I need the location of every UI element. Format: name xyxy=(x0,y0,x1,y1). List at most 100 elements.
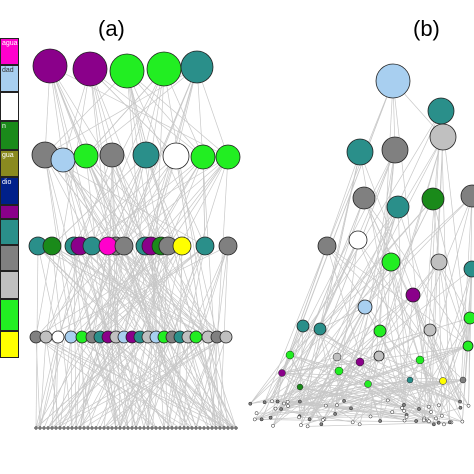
legend-swatch: n xyxy=(0,121,19,150)
network-edge xyxy=(195,336,227,429)
network-node xyxy=(114,426,118,430)
network-edge xyxy=(438,379,464,406)
network-node xyxy=(132,141,160,169)
network-edge xyxy=(51,336,149,429)
network-edge xyxy=(428,136,444,407)
network-edge xyxy=(81,336,129,429)
network-edge xyxy=(438,261,461,402)
network-edge xyxy=(207,336,217,429)
network-edge xyxy=(298,355,380,418)
network-edge xyxy=(89,68,204,158)
network-edge xyxy=(468,317,471,406)
network-edge xyxy=(123,66,198,247)
network-node xyxy=(427,97,455,125)
network-edge xyxy=(163,336,181,429)
network-node xyxy=(439,377,447,385)
network-node xyxy=(417,407,421,411)
network-node xyxy=(423,323,437,337)
network-edge xyxy=(45,245,229,338)
network-node xyxy=(162,426,166,430)
network-edge xyxy=(49,65,109,338)
network-edge xyxy=(183,336,189,429)
network-edge xyxy=(115,245,218,338)
network-node xyxy=(218,426,222,430)
network-node xyxy=(307,417,312,422)
network-node xyxy=(381,252,401,272)
network-node xyxy=(150,426,154,430)
network-node xyxy=(190,144,216,170)
network-edge xyxy=(179,245,183,338)
legend-label: dad xyxy=(2,67,14,74)
network-node xyxy=(186,426,190,430)
network-node xyxy=(118,426,122,430)
network-node xyxy=(285,350,295,360)
network-edge xyxy=(307,422,439,427)
network-node xyxy=(297,415,301,420)
network-node xyxy=(364,380,372,388)
network-node xyxy=(299,423,303,428)
network-node xyxy=(51,330,65,344)
network-edge xyxy=(438,261,471,319)
network-edge xyxy=(364,306,429,421)
network-edge xyxy=(70,336,73,429)
network-node xyxy=(427,419,431,424)
legend-swatch: dad xyxy=(0,65,19,92)
network-edge xyxy=(277,401,407,418)
network-node xyxy=(219,330,233,344)
network-node xyxy=(440,413,444,418)
network-node xyxy=(66,426,70,430)
network-node xyxy=(234,426,238,430)
network-node xyxy=(64,330,78,344)
network-node xyxy=(434,416,438,421)
network-edge xyxy=(272,356,338,426)
network-edge xyxy=(79,245,181,338)
legend-swatch xyxy=(0,271,19,299)
legend-swatch xyxy=(0,299,19,331)
network-node xyxy=(158,426,162,430)
network-edge xyxy=(281,372,464,381)
network-node xyxy=(317,236,337,256)
network-node xyxy=(335,403,339,408)
network-node xyxy=(323,403,328,408)
network-edge xyxy=(83,336,227,429)
network-edge xyxy=(321,261,440,425)
network-node xyxy=(334,366,344,376)
network-node xyxy=(218,236,238,256)
network-edge xyxy=(81,245,206,338)
network-node xyxy=(430,253,448,271)
legend-swatch xyxy=(0,219,19,245)
network-edge xyxy=(459,195,473,402)
network-edge xyxy=(47,336,101,429)
network-edge xyxy=(139,245,169,338)
network-node xyxy=(421,187,445,211)
network-edge xyxy=(123,245,169,338)
network-node xyxy=(342,399,346,403)
network-node xyxy=(447,420,452,425)
network-edge xyxy=(287,239,359,402)
network-edge xyxy=(435,379,464,419)
network-edge xyxy=(326,245,469,347)
network-edge xyxy=(287,345,469,407)
network-node xyxy=(352,186,376,210)
network-edge xyxy=(283,239,359,404)
network-node xyxy=(402,403,406,407)
network-edge xyxy=(195,245,229,338)
network-edge xyxy=(160,245,218,338)
network-edge xyxy=(299,386,393,413)
network-edge xyxy=(167,156,229,247)
network-node xyxy=(429,410,433,414)
network-edge xyxy=(211,156,229,429)
network-node xyxy=(189,330,203,344)
network-node xyxy=(279,407,283,411)
network-edge xyxy=(45,336,217,429)
network-edge xyxy=(79,154,113,247)
network-node xyxy=(146,426,150,430)
network-node xyxy=(214,426,218,430)
network-node xyxy=(400,406,404,410)
network-edge xyxy=(99,336,117,429)
network-node xyxy=(122,426,126,430)
network-node xyxy=(357,422,362,427)
network-node xyxy=(172,236,192,256)
network-node xyxy=(270,399,274,404)
network-node xyxy=(154,426,158,430)
